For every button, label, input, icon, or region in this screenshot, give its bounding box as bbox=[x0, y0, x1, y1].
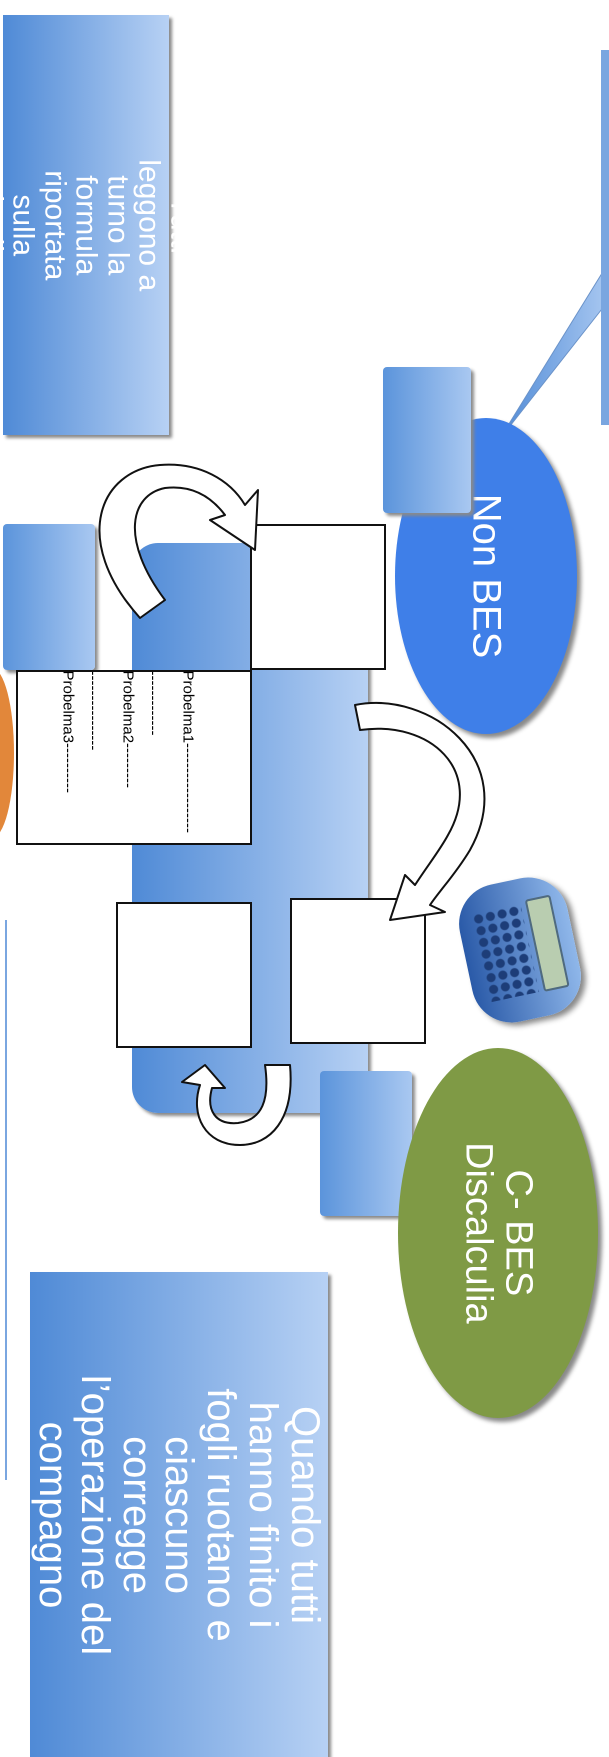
arrow-bottom bbox=[182, 1065, 291, 1145]
instruction-box-bottom-text-wrap: Quando tutti hanno finito i fogli ruotan… bbox=[30, 1272, 328, 1757]
c-bes-label: C- BES Discalculia bbox=[458, 1142, 538, 1324]
arrow-middle bbox=[355, 703, 484, 920]
c-bes-label-line1: C- BES bbox=[498, 1142, 538, 1324]
c-bes-label-wrap: C- BES Discalculia bbox=[398, 1048, 598, 1418]
c-bes-label-line2: Discalculia bbox=[458, 1142, 498, 1324]
instruction-box-bottom-text: Quando tutti hanno finito i fogli ruotan… bbox=[32, 1366, 326, 1664]
arrow-top bbox=[100, 465, 258, 618]
